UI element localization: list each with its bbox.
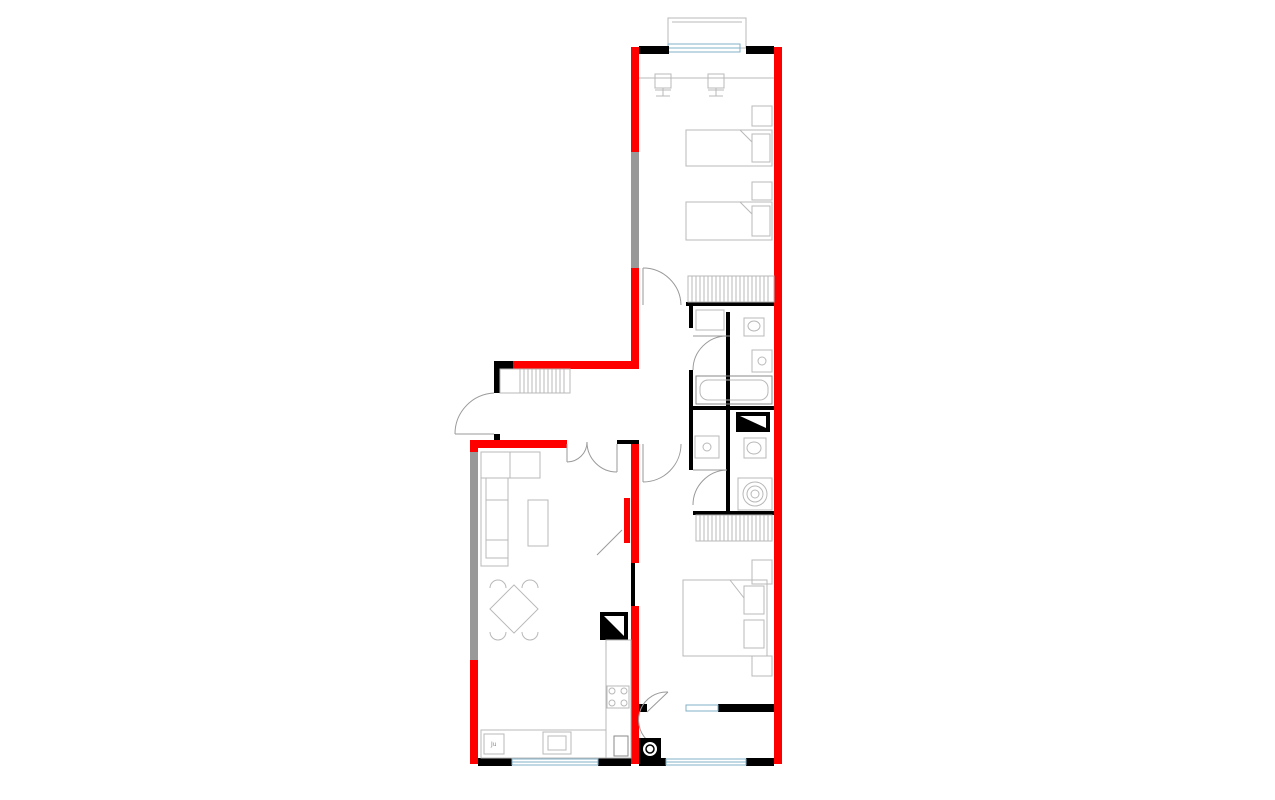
corridor-wardrobes [499,368,773,542]
glazing-walls [470,152,639,660]
interior-walls [478,46,774,766]
wc-fixtures [694,435,773,511]
fixture-label: Ju [490,741,497,748]
living-furniture: Ju [480,451,632,759]
top-balcony [667,17,747,53]
bathroom-fixtures [695,309,773,405]
bedroom-2-furniture [639,559,773,760]
shaft-details [604,416,766,636]
bedroom-1-furniture [639,73,775,303]
windows [511,704,747,766]
doors [454,267,730,741]
exterior-walls [470,47,782,764]
